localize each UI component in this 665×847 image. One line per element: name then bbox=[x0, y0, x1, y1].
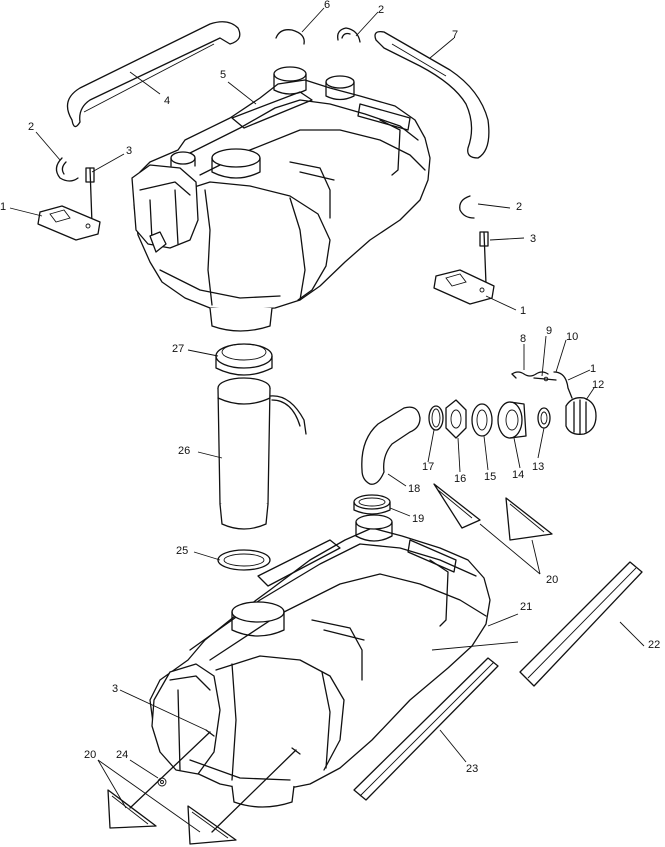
lower-fuel-tank bbox=[149, 514, 491, 808]
callout-1-left: 1 bbox=[0, 201, 6, 213]
callout-27: 27 bbox=[172, 343, 184, 355]
screw-part-3-right bbox=[479, 231, 489, 285]
strap-part-7 bbox=[374, 31, 490, 159]
callout-14: 14 bbox=[512, 469, 524, 481]
callout-20-bottom: 20 bbox=[84, 749, 96, 761]
callout-labels: 1 1 1 2 2 2 3 3 3 4 5 6 7 8 9 10 12 13 1… bbox=[0, 0, 660, 775]
callout-5: 5 bbox=[220, 69, 226, 81]
callout-2-right: 2 bbox=[516, 201, 522, 213]
callout-3-left: 3 bbox=[126, 145, 132, 157]
screw-part-3-bottom-right bbox=[211, 747, 301, 833]
upper-fuel-tank bbox=[131, 66, 431, 332]
bracket-part-1-left bbox=[37, 205, 101, 241]
callout-22: 22 bbox=[648, 639, 660, 651]
callout-21: 21 bbox=[520, 601, 532, 613]
washer-part-24 bbox=[157, 777, 167, 787]
callout-2-left: 2 bbox=[28, 121, 34, 133]
callout-19: 19 bbox=[412, 513, 424, 525]
tether-part-10 bbox=[553, 371, 573, 399]
callout-18: 18 bbox=[408, 483, 420, 495]
nut-part-16 bbox=[445, 399, 467, 439]
callout-26: 26 bbox=[178, 445, 190, 457]
pad-part-20-top-left bbox=[433, 483, 481, 529]
callout-15: 15 bbox=[484, 471, 496, 483]
callout-1-pump: 1 bbox=[590, 363, 596, 375]
fuel-pump-part-26 bbox=[217, 377, 307, 530]
callout-6: 6 bbox=[324, 0, 330, 11]
strip-part-22 bbox=[519, 561, 643, 687]
screw-part-3-bottom bbox=[129, 729, 215, 809]
bracket-part-1-right bbox=[433, 269, 495, 305]
callout-13: 13 bbox=[532, 461, 544, 473]
callout-8: 8 bbox=[520, 333, 526, 345]
clamp-part-17 bbox=[428, 405, 444, 431]
callout-9: 9 bbox=[546, 325, 552, 337]
gasket-part-15 bbox=[471, 403, 493, 437]
clip-part-2-top bbox=[337, 27, 361, 43]
clip-part-2-left bbox=[55, 157, 79, 182]
screw-part-3-left bbox=[85, 167, 95, 225]
strap-part-4 bbox=[66, 21, 241, 128]
callout-4: 4 bbox=[164, 95, 170, 107]
callout-10: 10 bbox=[566, 331, 578, 343]
callout-12: 12 bbox=[592, 379, 604, 391]
pad-part-20-bottom-right bbox=[187, 805, 237, 845]
o-ring-part-13 bbox=[537, 407, 551, 429]
strip-part-23 bbox=[353, 657, 499, 801]
pad-part-20-bottom-left bbox=[107, 789, 157, 829]
retaining-ring-part-27 bbox=[215, 343, 273, 376]
callout-3-right: 3 bbox=[530, 233, 536, 245]
seal-part-25 bbox=[217, 549, 271, 571]
callout-17: 17 bbox=[422, 461, 434, 473]
callout-25: 25 bbox=[176, 545, 188, 557]
filler-hose-part-18 bbox=[361, 406, 421, 485]
callout-3-bottom: 3 bbox=[112, 683, 118, 695]
leader-lines bbox=[9, 7, 645, 833]
clip-part-2-right bbox=[459, 195, 475, 219]
pad-part-20-top-right bbox=[505, 497, 553, 541]
fuel-cap-part-12 bbox=[565, 397, 597, 435]
clip-part-6 bbox=[275, 29, 305, 45]
fitting-part-19 bbox=[353, 494, 391, 515]
callout-20-top: 20 bbox=[546, 574, 558, 586]
callout-16: 16 bbox=[454, 473, 466, 485]
filler-neck-part-14 bbox=[497, 401, 527, 439]
callout-1-right: 1 bbox=[520, 305, 526, 317]
callout-24: 24 bbox=[116, 749, 128, 761]
callout-2-top: 2 bbox=[378, 4, 384, 16]
callout-23: 23 bbox=[466, 763, 478, 775]
callout-7: 7 bbox=[452, 29, 458, 41]
tether-part-9 bbox=[533, 376, 557, 382]
